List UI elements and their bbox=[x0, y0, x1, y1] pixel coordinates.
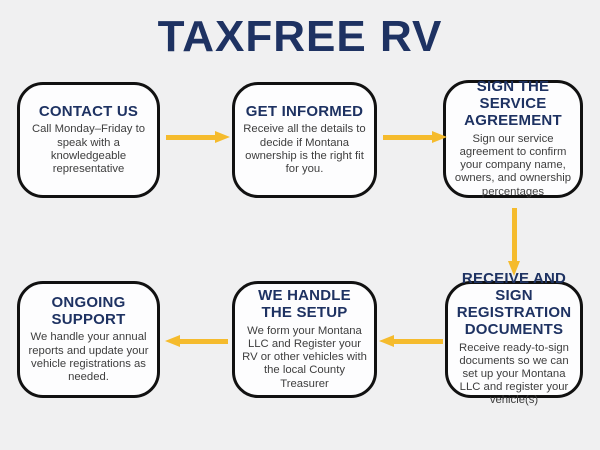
step-contact-us: CONTACT US Call Monday–Friday to speak w… bbox=[17, 82, 160, 198]
arrow-shaft bbox=[394, 338, 443, 344]
arrow-head bbox=[508, 261, 520, 276]
arrow-left-icon bbox=[379, 335, 443, 347]
arrow-head bbox=[215, 131, 230, 143]
arrow-head bbox=[432, 131, 447, 143]
step-get-informed: GET INFORMED Receive all the details to … bbox=[232, 82, 377, 198]
step-body: Sign our service agreement to confirm yo… bbox=[454, 132, 572, 198]
arrow-right-icon bbox=[383, 131, 447, 143]
step-heading: SIGN THE SERVICE AGREEMENT bbox=[464, 78, 562, 129]
step-sign-service-agreement: SIGN THE SERVICE AGREEMENT Sign our serv… bbox=[443, 78, 583, 198]
arrow-shaft bbox=[511, 208, 517, 261]
arrow-right-icon bbox=[166, 131, 230, 143]
step-body: We handle your annual reports and update… bbox=[28, 331, 149, 383]
step-ongoing-support: ONGOING SUPPORT We handle your annual re… bbox=[17, 281, 160, 398]
arrow-shaft bbox=[180, 338, 228, 344]
step-heading: WE HANDLE THE SETUP bbox=[258, 287, 351, 321]
arrow-shaft bbox=[383, 134, 432, 140]
step-we-handle-setup: WE HANDLE THE SETUP We form your Montana… bbox=[232, 281, 377, 398]
step-heading: RECEIVE AND SIGN REGISTRATION DOCUMENTS bbox=[456, 270, 572, 338]
step-body: Receive all the details to decide if Mon… bbox=[243, 123, 366, 176]
step-body: Receive ready-to-sign documents so we ca… bbox=[459, 341, 569, 407]
arrow-shaft bbox=[166, 134, 215, 140]
step-heading: ONGOING SUPPORT bbox=[51, 293, 126, 328]
step-body: We form your Montana LLC and Register yo… bbox=[242, 324, 367, 390]
step-receive-sign-registration-documents: RECEIVE AND SIGN REGISTRATION DOCUMENTS … bbox=[445, 270, 583, 406]
page-title: TAXFREE RV bbox=[157, 12, 443, 61]
arrow-head bbox=[165, 335, 180, 347]
arrow-left-icon bbox=[165, 335, 228, 347]
step-heading: CONTACT US bbox=[38, 102, 139, 120]
step-body: Call Monday–Friday to speak with a knowl… bbox=[31, 123, 146, 176]
step-heading: GET INFORMED bbox=[245, 102, 364, 120]
arrow-down-icon bbox=[508, 208, 520, 276]
arrow-head bbox=[379, 335, 394, 347]
